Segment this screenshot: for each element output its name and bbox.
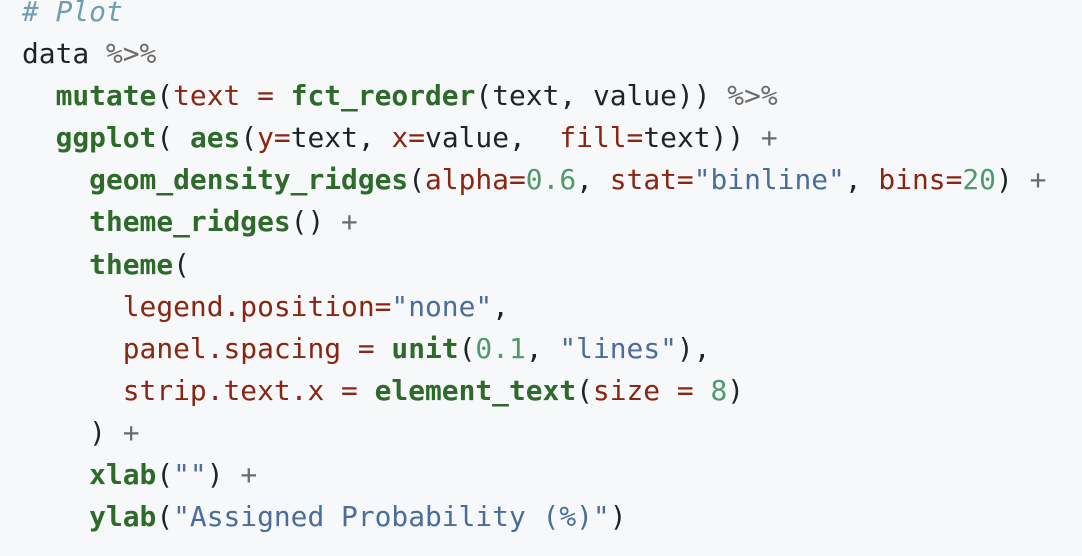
argument-name: panel.spacing = bbox=[122, 331, 392, 365]
function-name: ggplot bbox=[55, 121, 157, 155]
code-text bbox=[22, 163, 89, 196]
function-name: unit bbox=[391, 331, 459, 365]
function-name: theme_ridges bbox=[89, 205, 291, 239]
code-line: ) + bbox=[22, 412, 1046, 454]
argument-name: y= bbox=[257, 121, 291, 155]
string-literal: "binline" bbox=[693, 163, 845, 197]
code-line: mutate(text = fct_reorder(text, value)) … bbox=[22, 75, 1046, 117]
code-text: , bbox=[525, 331, 560, 365]
code-text: ) bbox=[609, 500, 627, 534]
operator: %>% bbox=[727, 79, 778, 113]
string-literal: "none" bbox=[391, 289, 493, 323]
number-literal: 8 bbox=[710, 373, 728, 407]
function-name: ylab bbox=[89, 500, 157, 534]
argument-name: legend.position= bbox=[122, 289, 392, 323]
argument-name: alpha= bbox=[425, 163, 526, 197]
code-line: geom_density_ridges(alpha=0.6, stat="bin… bbox=[22, 159, 1046, 201]
code-text: ( bbox=[156, 79, 174, 113]
code-text bbox=[22, 374, 123, 407]
argument-name: stat= bbox=[609, 163, 694, 197]
argument-name: fill= bbox=[559, 121, 644, 155]
code-text: , bbox=[844, 163, 879, 197]
code-text bbox=[22, 121, 56, 154]
code-text: , bbox=[576, 163, 610, 197]
code-line: theme_ridges() + bbox=[22, 201, 1046, 243]
code-text bbox=[22, 458, 89, 491]
argument-name: text = bbox=[173, 79, 291, 113]
code-text bbox=[22, 500, 89, 533]
argument-name: strip.text.x = bbox=[122, 373, 375, 407]
code-text: ( bbox=[576, 373, 593, 407]
string-literal: "" bbox=[173, 458, 207, 492]
code-comment: # Plot bbox=[22, 0, 123, 28]
code-text: , bbox=[492, 289, 509, 323]
code-text: ( bbox=[408, 163, 426, 197]
code-line: strip.text.x = element_text(size = 8) bbox=[22, 370, 1046, 412]
code-line: xlab("") + bbox=[22, 454, 1046, 496]
code-text: ( bbox=[240, 121, 258, 155]
string-literal: "Assigned Probability (%)" bbox=[173, 500, 610, 534]
code-line: data %>% bbox=[22, 33, 1046, 75]
operator: + bbox=[341, 205, 358, 239]
operator: %>% bbox=[105, 37, 157, 71]
argument-name: x= bbox=[391, 121, 426, 155]
code-text bbox=[22, 332, 123, 365]
function-name: aes bbox=[189, 121, 241, 155]
code-text: ) bbox=[995, 163, 1030, 197]
number-literal: 0.1 bbox=[475, 331, 526, 365]
code-text: ) bbox=[727, 373, 745, 407]
function-name: mutate bbox=[55, 79, 157, 113]
code-text: ( bbox=[173, 247, 190, 281]
number-literal: 0.6 bbox=[525, 163, 577, 197]
code-text: () bbox=[290, 205, 342, 239]
code-line: ylab("Assigned Probability (%)") bbox=[22, 496, 1046, 538]
operator: + bbox=[760, 121, 778, 155]
code-text: ( bbox=[156, 121, 190, 155]
code-text bbox=[22, 248, 89, 281]
code-line: ggplot( aes(y=text, x=value, fill=text))… bbox=[22, 117, 1046, 159]
code-text: text)) bbox=[643, 121, 761, 155]
code-text: ( bbox=[156, 458, 174, 492]
operator: + bbox=[240, 458, 258, 492]
code-text bbox=[22, 205, 89, 238]
code-text: ( bbox=[458, 331, 476, 365]
operator: + bbox=[1029, 163, 1047, 197]
code-text: (text, value)) bbox=[475, 79, 728, 113]
argument-name: size = bbox=[592, 373, 711, 407]
code-text: data bbox=[22, 37, 106, 71]
code-text: ) bbox=[206, 458, 241, 492]
function-name: theme bbox=[89, 247, 174, 281]
operator: + bbox=[122, 415, 140, 449]
code-text: text, bbox=[290, 121, 392, 155]
argument-name: bins= bbox=[878, 163, 963, 197]
code-line: # Plot bbox=[22, 0, 1046, 33]
code-line: theme( bbox=[22, 244, 1046, 286]
function-name: geom_density_ridges bbox=[89, 163, 409, 197]
code-text bbox=[22, 79, 56, 112]
code-text bbox=[22, 290, 123, 323]
code-text: ) bbox=[22, 415, 123, 449]
code-text: ), bbox=[676, 331, 711, 365]
function-name: fct_reorder bbox=[290, 79, 476, 113]
number-literal: 20 bbox=[962, 163, 996, 197]
code-line: legend.position="none", bbox=[22, 286, 1046, 328]
function-name: xlab bbox=[89, 458, 157, 492]
string-literal: "lines" bbox=[559, 331, 677, 365]
function-name: element_text bbox=[374, 373, 577, 407]
code-line: panel.spacing = unit(0.1, "lines"), bbox=[22, 328, 1046, 370]
code-text: ( bbox=[156, 500, 174, 534]
code-text: value, bbox=[425, 121, 560, 155]
